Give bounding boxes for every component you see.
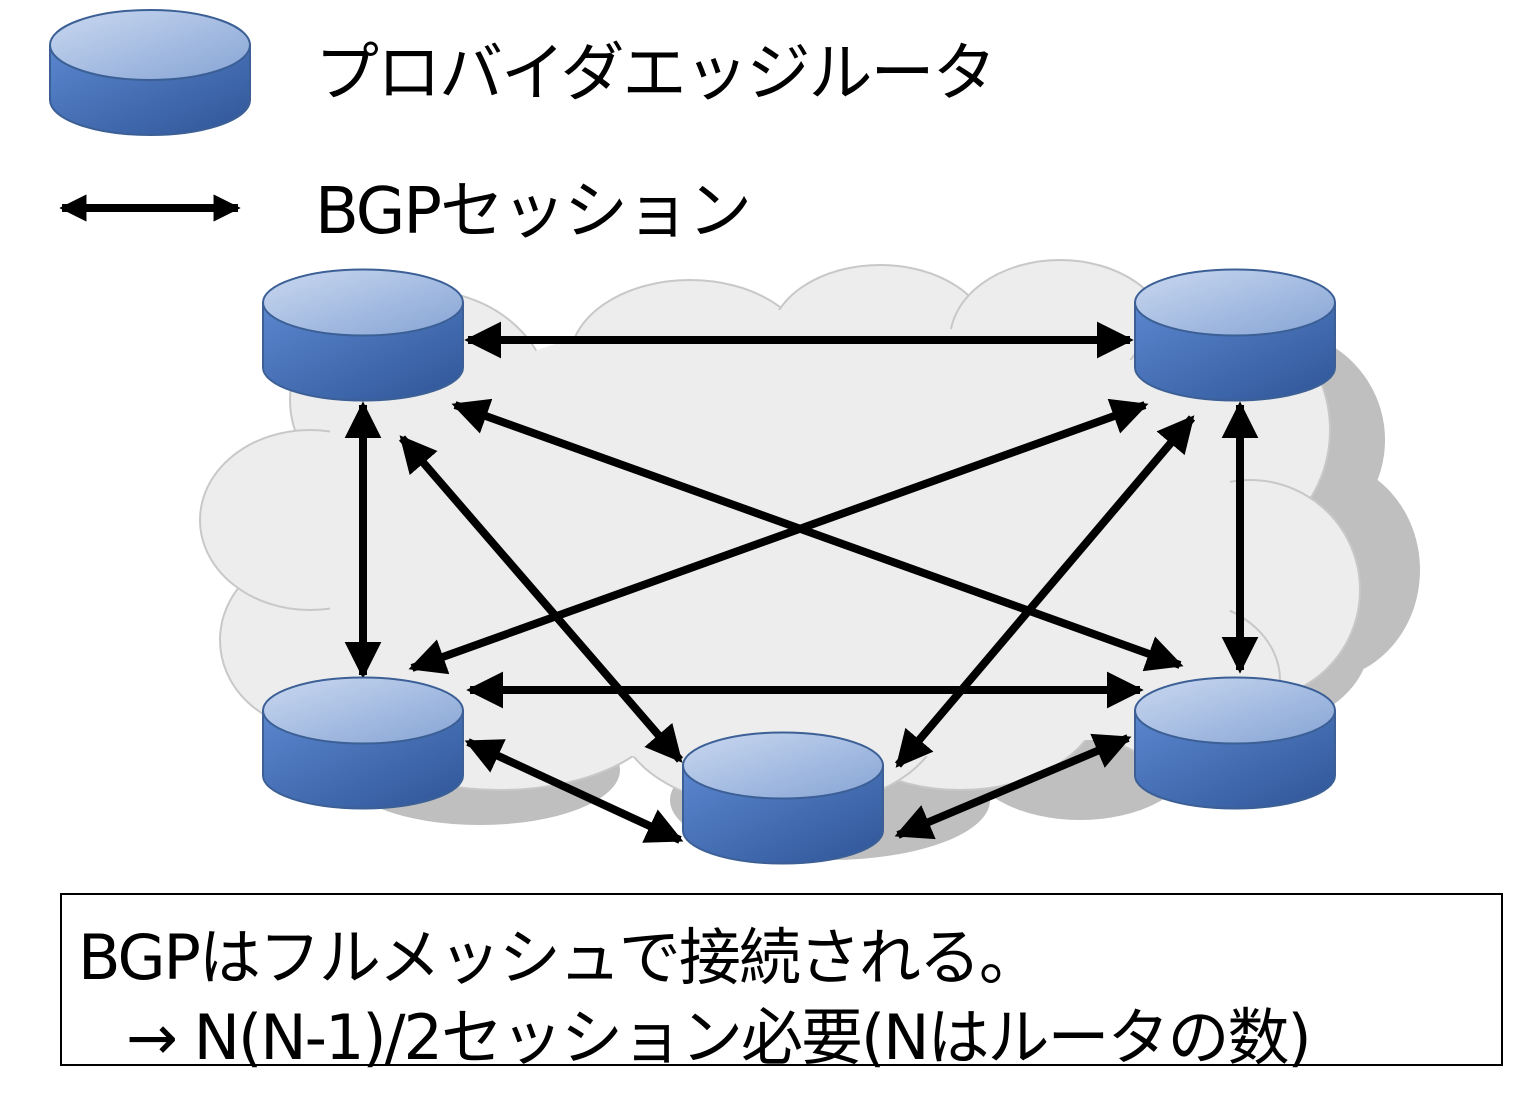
router-top (262, 676, 464, 745)
router-top (1134, 676, 1336, 745)
bgp-session-arrow-bottom-left-bottom-center (464, 738, 684, 844)
legend-router-label: プロバイダエッジルータ (315, 37, 996, 111)
note-full-mesh: BGPはフルメッシュで接続される。 (78, 921, 1041, 994)
router-top-left (262, 268, 464, 402)
note-session-formula: → N(N-1)/2セッション必要(Nはルータの数) (126, 1001, 1312, 1074)
router-top (682, 731, 884, 800)
router-bottom-left (262, 676, 464, 810)
router-bottom-right (1134, 676, 1336, 810)
legend-router-icon (49, 9, 251, 136)
router-top (262, 268, 464, 337)
router-bottom-center (682, 731, 884, 865)
legend-session-label: BGPセッション (315, 175, 752, 249)
bgp-session-arrow-bottom-right-bottom-center (894, 733, 1132, 840)
note-box: BGPはフルメッシュで接続される。 → N(N-1)/2セッション必要(Nはルー… (60, 893, 1503, 1074)
router-top-right (1134, 268, 1336, 402)
routers (262, 268, 1336, 865)
bgp-sessions (344, 321, 1259, 844)
router-top (1134, 268, 1336, 337)
